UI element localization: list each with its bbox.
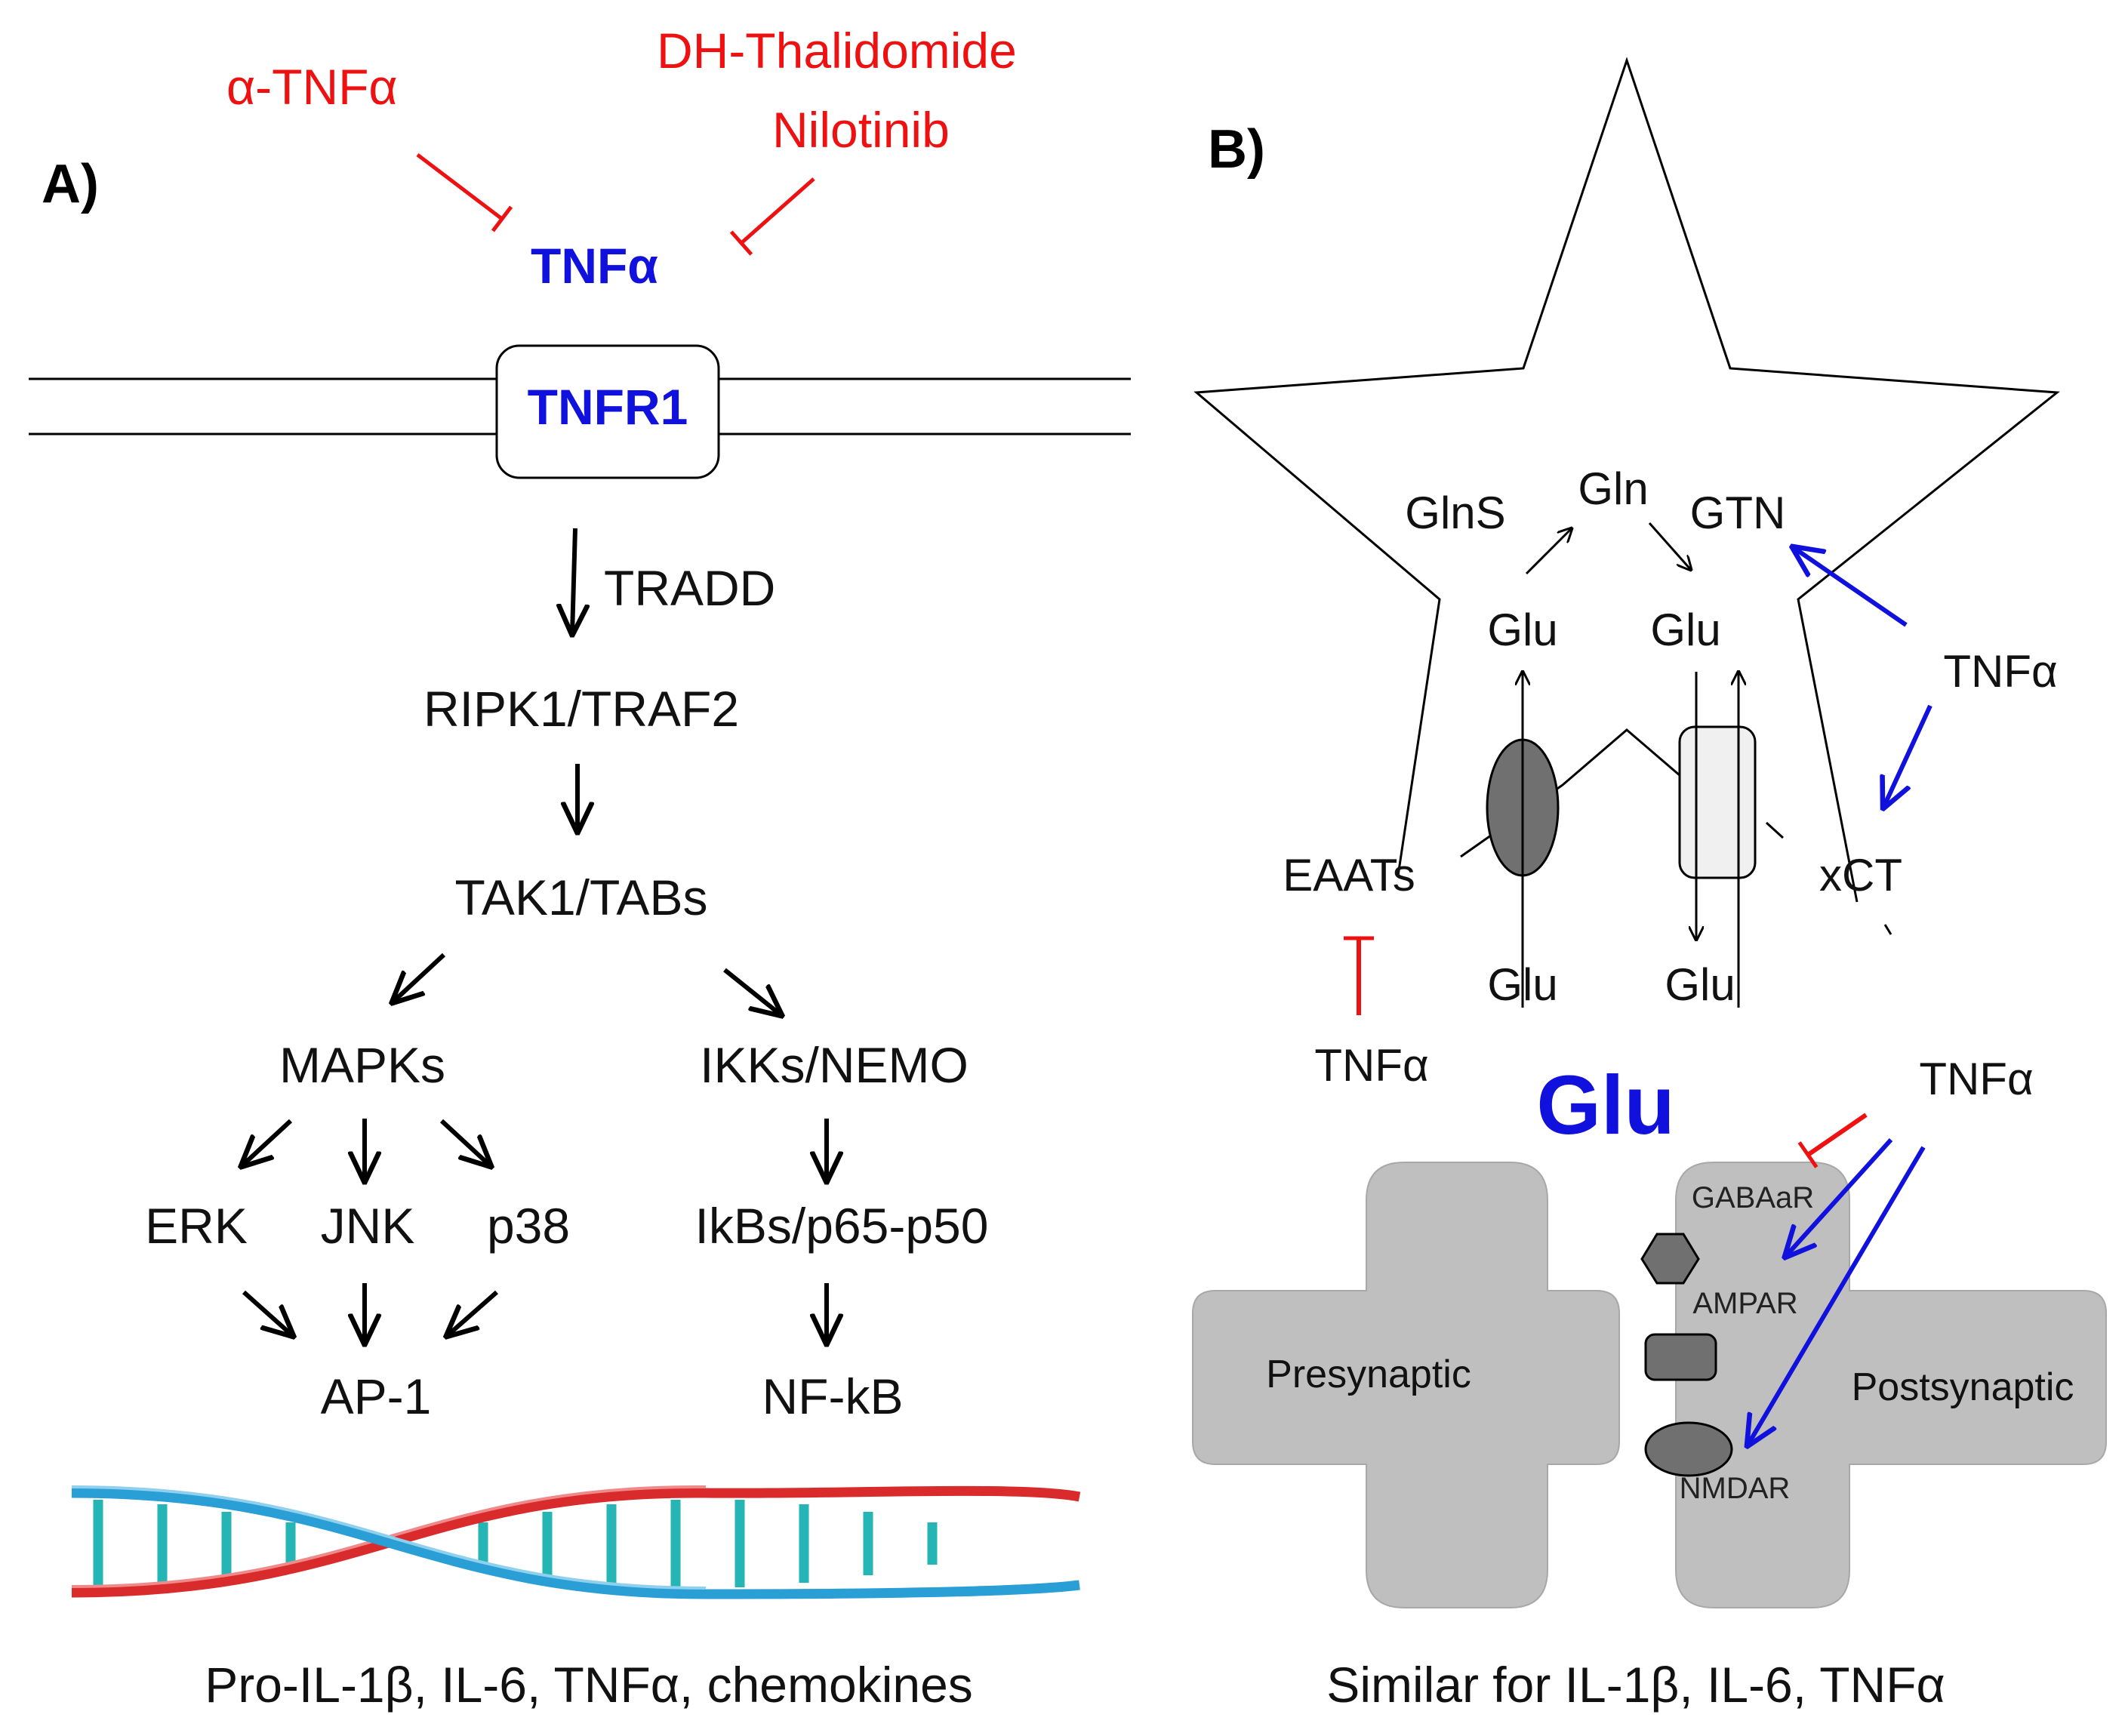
panel-a-caption: Pro-IL-1β, IL-6, TNFα, chemokines	[205, 1657, 973, 1713]
thalidomide-inhibition-bar	[729, 177, 815, 256]
glu-to-gln-arrow	[1525, 528, 1572, 575]
glns-label: GlnS	[1405, 488, 1505, 538]
panel-a: A) α-TNFα DH-Thalidomide Nilotinib TNFα …	[29, 23, 1131, 1713]
tnf-inhibits-gabaar-bar	[1797, 1113, 1868, 1168]
xct-label: xCT	[1819, 850, 1902, 900]
erk-label: ERK	[145, 1198, 248, 1254]
nfkb-label: NF-kB	[762, 1368, 904, 1424]
nilotinib-label: Nilotinib	[772, 102, 950, 158]
tnfr1-label: TNFR1	[528, 379, 688, 435]
dna-double-helix	[71, 1485, 1081, 1599]
tak1-tabs-label: TAK1/TABs	[455, 870, 708, 925]
mapk-to-p38-arrow	[439, 1119, 491, 1166]
tnf-to-nmdar-arrow	[1748, 1146, 1926, 1445]
tnf-astro-label: TNFα	[1943, 646, 2057, 697]
ripk1-traf2-label: RIPK1/TRAF2	[423, 681, 739, 737]
presynaptic-neuron	[1192, 1162, 1620, 1608]
ampar-receptor	[1644, 1333, 1717, 1381]
panel-b-caption: Similar for IL-1β, IL-6, TNFα	[1326, 1657, 1945, 1713]
dh-thalidomide-label: DH-Thalidomide	[657, 23, 1017, 78]
postsynaptic-neuron	[1675, 1162, 2107, 1608]
postsynaptic-label: Postsynaptic	[1852, 1365, 2074, 1409]
ampar-label: AMPAR	[1692, 1287, 1797, 1320]
tnf-alpha-ligand: TNFα	[531, 238, 658, 294]
ikbs-p65-p50-label: IkBs/p65-p50	[695, 1198, 989, 1254]
gtn-label: GTN	[1690, 488, 1786, 538]
tak1-to-mapk-arrow	[393, 953, 446, 1002]
tnfr1-receptor-box	[495, 344, 720, 479]
gln-to-glu-arrow	[1648, 522, 1691, 570]
glu-synaptic-label: Glu	[1536, 1059, 1674, 1152]
astrocyte-outline	[1193, 57, 2060, 903]
gln-label: Gln	[1578, 463, 1648, 514]
tradd-arrow	[572, 528, 575, 634]
glu-inner-right-label: Glu	[1650, 605, 1720, 655]
glu-outer-right-label: Glu	[1665, 959, 1735, 1010]
tnf-synapse-label: TNFα	[1919, 1054, 2033, 1104]
mapk-to-erk-arrow	[242, 1119, 293, 1166]
p38-label: p38	[487, 1198, 570, 1254]
p38-to-ap1-arrow	[447, 1290, 498, 1336]
astro-membrane-stub	[1765, 821, 1785, 839]
tnf-to-ampar-arrow	[1785, 1137, 1893, 1257]
tnf-to-gtn-arrow	[1793, 547, 1908, 627]
panel-b: B) GlnS Gln GTN Glu Glu EAATs xCT Glu Gl…	[1192, 57, 2107, 1713]
anti-tnf-inhibition-bar	[416, 153, 513, 232]
jnk-label: JNK	[321, 1198, 415, 1254]
xct-transporter	[1678, 725, 1757, 879]
tnf-eaat-label: TNFα	[1314, 1040, 1428, 1091]
glu-inner-left-label: Glu	[1487, 605, 1557, 655]
ikks-nemo-label: IKKs/NEMO	[700, 1037, 969, 1093]
gabaar-receptor	[1640, 1233, 1700, 1285]
gabaar-label: GABAaR	[1692, 1181, 1814, 1214]
xct-stub-tick	[1883, 924, 1892, 935]
tradd-label: TRADD	[604, 560, 775, 616]
nmdar-label: NMDAR	[1680, 1472, 1791, 1505]
mapks-label: MAPKs	[279, 1037, 445, 1093]
glu-outer-left-label: Glu	[1487, 959, 1557, 1010]
anti-tnf-label: α-TNFα	[226, 59, 398, 115]
panel-b-label: B)	[1208, 119, 1265, 180]
eaats-label: EAATs	[1283, 850, 1415, 900]
presynaptic-label: Presynaptic	[1266, 1353, 1471, 1396]
erk-to-ap1-arrow	[242, 1290, 293, 1336]
panel-a-label: A)	[42, 154, 99, 214]
ap1-label: AP-1	[321, 1368, 432, 1424]
tnf-to-xct-arrow	[1883, 704, 1933, 808]
tak1-to-ikk-arrow	[723, 968, 781, 1015]
nmdar-receptor	[1644, 1421, 1733, 1477]
